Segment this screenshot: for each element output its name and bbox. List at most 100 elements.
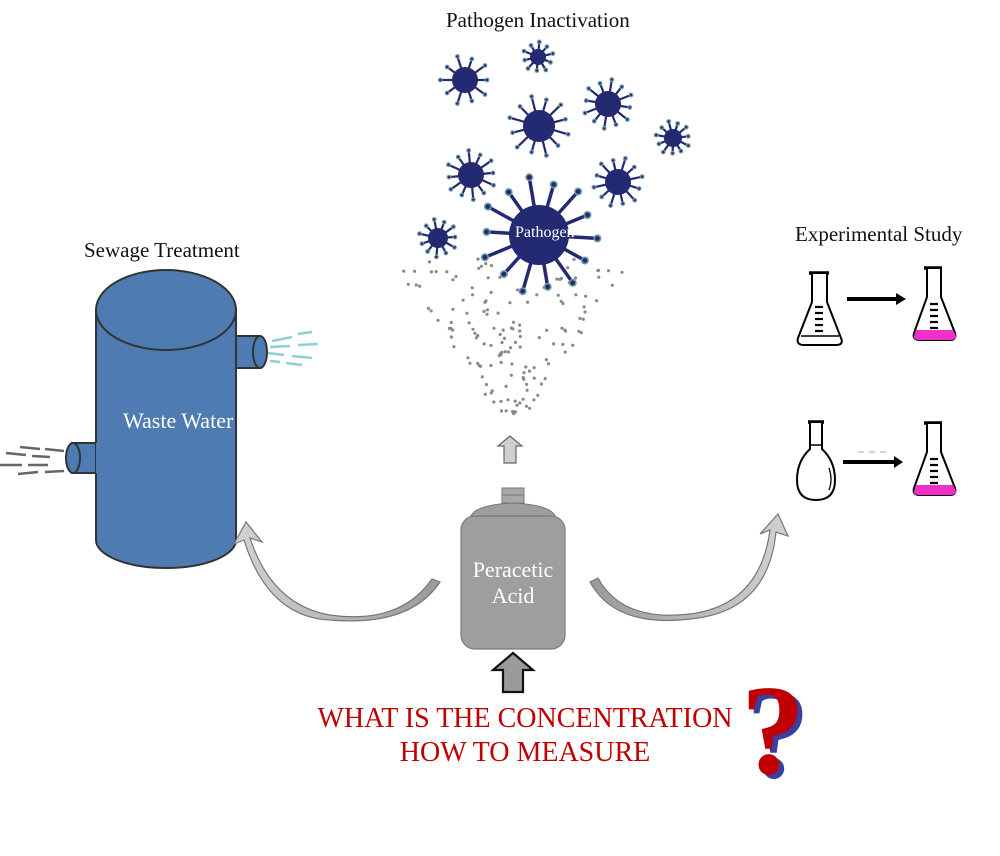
spray-dot <box>485 308 489 312</box>
spray-dot <box>532 366 536 370</box>
spray-dot <box>513 410 518 414</box>
spray-dot <box>515 288 520 292</box>
spray-dot <box>515 403 519 407</box>
up-arrow-to-pathogen <box>496 435 524 464</box>
disinfectant-spray <box>402 257 624 416</box>
spray-dot <box>535 293 539 297</box>
erlenmeyer-flask-pink-2 <box>912 421 957 496</box>
spray-dot <box>504 384 508 388</box>
spray-dot <box>510 409 515 414</box>
spray-dot <box>496 311 500 315</box>
spray-dot <box>558 277 562 281</box>
spray-dot <box>537 336 541 340</box>
waste-water-label: Waste Water <box>123 408 234 433</box>
spray-dot <box>546 362 551 366</box>
virus-icon <box>521 39 556 73</box>
spray-dot <box>563 328 567 332</box>
spray-dot <box>466 356 470 360</box>
spray-dot <box>522 371 526 375</box>
spray-dot <box>402 269 406 273</box>
spray-dot <box>414 283 418 287</box>
spray-dot <box>545 328 549 332</box>
spray-dot <box>518 401 522 405</box>
tank-top <box>95 269 237 351</box>
spray-dot <box>465 311 469 315</box>
spray-dot <box>552 342 556 346</box>
pathogen-inactivation-title: Pathogen Inactivation <box>446 8 630 32</box>
spray-dot <box>595 299 599 303</box>
spray-dot <box>467 321 471 325</box>
question-text: WHAT IS THE CONCENTRATION HOW TO MEASURE <box>255 702 795 770</box>
spray-dot <box>498 332 502 337</box>
spray-dot <box>513 340 518 344</box>
spray-dot <box>449 320 453 325</box>
spray-dot <box>518 329 522 333</box>
spray-dot <box>521 397 525 401</box>
spray-dot <box>543 377 547 381</box>
question-line-2: HOW TO MEASURE <box>399 737 651 768</box>
spray-dot <box>504 409 508 413</box>
arrow-right-1 <box>847 293 906 305</box>
pathogen-large-icon <box>480 173 602 296</box>
spray-dot <box>579 331 583 335</box>
spray-dot <box>583 310 587 314</box>
spray-dot <box>578 316 582 320</box>
spray-dot <box>478 364 483 368</box>
spray-dot <box>596 268 601 272</box>
spray-dot <box>449 327 453 331</box>
spray-dot <box>539 382 544 386</box>
virus-icon <box>507 94 571 158</box>
spray-dot <box>509 373 513 377</box>
spray-dot <box>561 342 565 346</box>
spray-dot <box>610 283 614 287</box>
spray-dot <box>518 345 522 349</box>
spray-dot <box>501 328 505 332</box>
spray-dot <box>509 326 513 330</box>
spray-dot <box>584 294 588 298</box>
spray-dot <box>572 257 576 261</box>
pathogen-label: Pathogen <box>515 224 575 241</box>
spray-dot <box>477 266 481 270</box>
spray-dot <box>559 299 563 303</box>
erlenmeyer-flask-empty <box>796 271 843 346</box>
spray-dot <box>452 345 456 349</box>
spray-dot <box>503 350 507 354</box>
spray-dot <box>406 282 410 286</box>
spray-dot <box>476 334 480 338</box>
virus-icon <box>591 156 645 209</box>
spray-dot <box>429 309 433 313</box>
experimental-study-title: Experimental Study <box>795 222 963 246</box>
spray-dot <box>518 323 522 327</box>
spray-dot <box>483 392 487 396</box>
spray-dot <box>532 376 536 380</box>
spray-dot <box>445 270 449 274</box>
spray-dot <box>577 329 581 333</box>
sewage-treatment-title: Sewage Treatment <box>84 238 240 262</box>
spray-dot <box>521 376 525 380</box>
spray-dot <box>471 293 475 297</box>
spray-dot <box>492 400 496 404</box>
question-mark-icon: ? ? <box>741 659 810 805</box>
spray-dot <box>471 327 475 331</box>
question-mark-glyph: ? <box>741 659 805 801</box>
spray-dot <box>482 342 486 346</box>
spray-dot <box>532 398 536 402</box>
spray-dot <box>461 298 465 302</box>
spray-dot <box>486 276 490 280</box>
spray-dot <box>606 269 611 273</box>
spray-dot <box>497 354 501 358</box>
curved-arrow-to-experiment <box>589 512 790 622</box>
spray-dot <box>518 334 522 339</box>
spray-dot <box>560 326 564 330</box>
spray-dot <box>436 318 440 322</box>
virus-icon <box>653 119 691 156</box>
spray-dot <box>490 389 494 393</box>
spray-dot <box>566 266 570 270</box>
spray-dot <box>544 358 549 362</box>
spray-dot <box>483 300 487 304</box>
spray-dot <box>426 306 430 310</box>
spray-dot <box>476 257 480 261</box>
virus-icon <box>582 77 634 131</box>
spray-dot <box>454 274 458 279</box>
